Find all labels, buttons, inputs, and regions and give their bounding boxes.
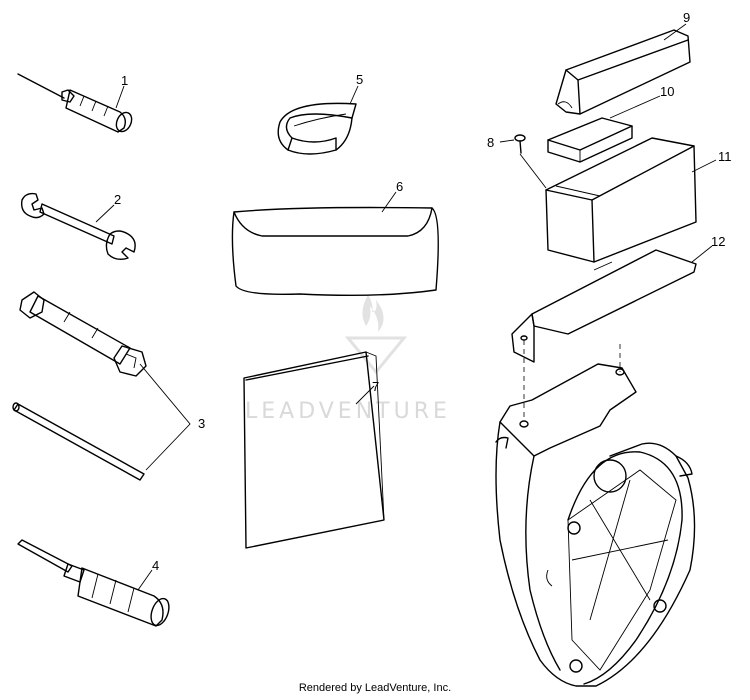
callout-7: 7	[372, 379, 379, 394]
part-bracket	[511, 249, 697, 363]
leader-8	[499, 139, 515, 143]
part-socket-wrench	[19, 291, 147, 377]
callout-10: 10	[660, 84, 674, 99]
part-wrench	[20, 192, 136, 261]
leader-7	[355, 385, 375, 405]
footer-credit: Rendered by LeadVenture, Inc.	[298, 682, 452, 694]
callout-11: 11	[718, 149, 732, 164]
part-lid	[555, 29, 691, 115]
watermark-text: LEADVENTURE	[245, 399, 451, 424]
part-tommy-bar	[12, 402, 145, 481]
leader-9	[663, 23, 687, 41]
leader-11	[691, 159, 717, 173]
part-pad	[547, 117, 633, 163]
callout-1: 1	[121, 73, 128, 88]
callout-8: 8	[487, 135, 494, 150]
callout-2: 2	[114, 192, 121, 207]
part-box	[545, 137, 697, 263]
callout-12: 12	[711, 234, 725, 249]
leader-10	[609, 95, 661, 119]
part-strap	[277, 102, 357, 155]
leader-1	[115, 85, 125, 109]
watermark: LEADVENTURE	[245, 295, 451, 424]
part-screw	[514, 134, 526, 154]
leader-5	[349, 85, 359, 105]
part-screwdriver-small	[17, 73, 133, 133]
leader-2	[95, 204, 115, 223]
callout-4: 4	[152, 558, 159, 573]
leader-3	[139, 363, 191, 471]
part-tool-pouch	[231, 206, 439, 297]
part-manual	[243, 351, 385, 549]
callout-9: 9	[683, 10, 690, 25]
alignment-lines	[523, 340, 621, 420]
leader-6	[381, 191, 397, 213]
leader-12	[691, 245, 713, 263]
part-housing	[495, 363, 696, 687]
leader-4	[137, 569, 153, 591]
callout-3: 3	[198, 416, 205, 431]
watermark-logo	[344, 295, 408, 375]
part-screwdriver-large	[17, 539, 170, 627]
leader-8-box	[519, 153, 547, 189]
callout-6: 6	[396, 179, 403, 194]
callout-5: 5	[356, 72, 363, 87]
